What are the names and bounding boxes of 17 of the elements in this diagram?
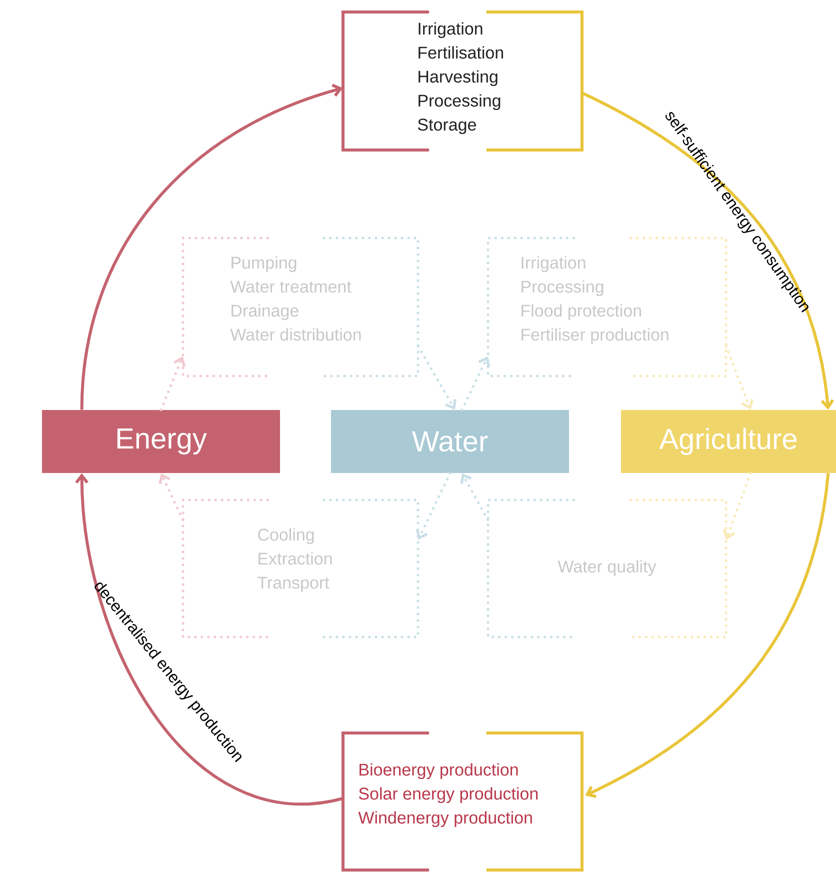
arrow bbox=[75, 473, 344, 806]
sector-box: Agriculture bbox=[621, 410, 836, 473]
sector-box: Energy bbox=[42, 410, 280, 473]
arrow bbox=[158, 473, 184, 522]
arrow bbox=[724, 344, 754, 410]
arrow bbox=[460, 473, 490, 522]
arrow bbox=[585, 473, 830, 798]
arrow bbox=[416, 472, 452, 540]
arrow bbox=[160, 356, 186, 412]
bracket-box: Bioenergy production Solar energy production Windenergy production bbox=[342, 732, 584, 872]
bracket-box: Irrigation Fertilisation Harvesting Processing Storage bbox=[342, 10, 584, 152]
arrow bbox=[416, 344, 456, 410]
arrow bbox=[722, 472, 752, 540]
arrow bbox=[460, 356, 490, 412]
arrow bbox=[582, 92, 834, 410]
sector-box: Water bbox=[331, 410, 569, 473]
arrow bbox=[80, 84, 343, 410]
